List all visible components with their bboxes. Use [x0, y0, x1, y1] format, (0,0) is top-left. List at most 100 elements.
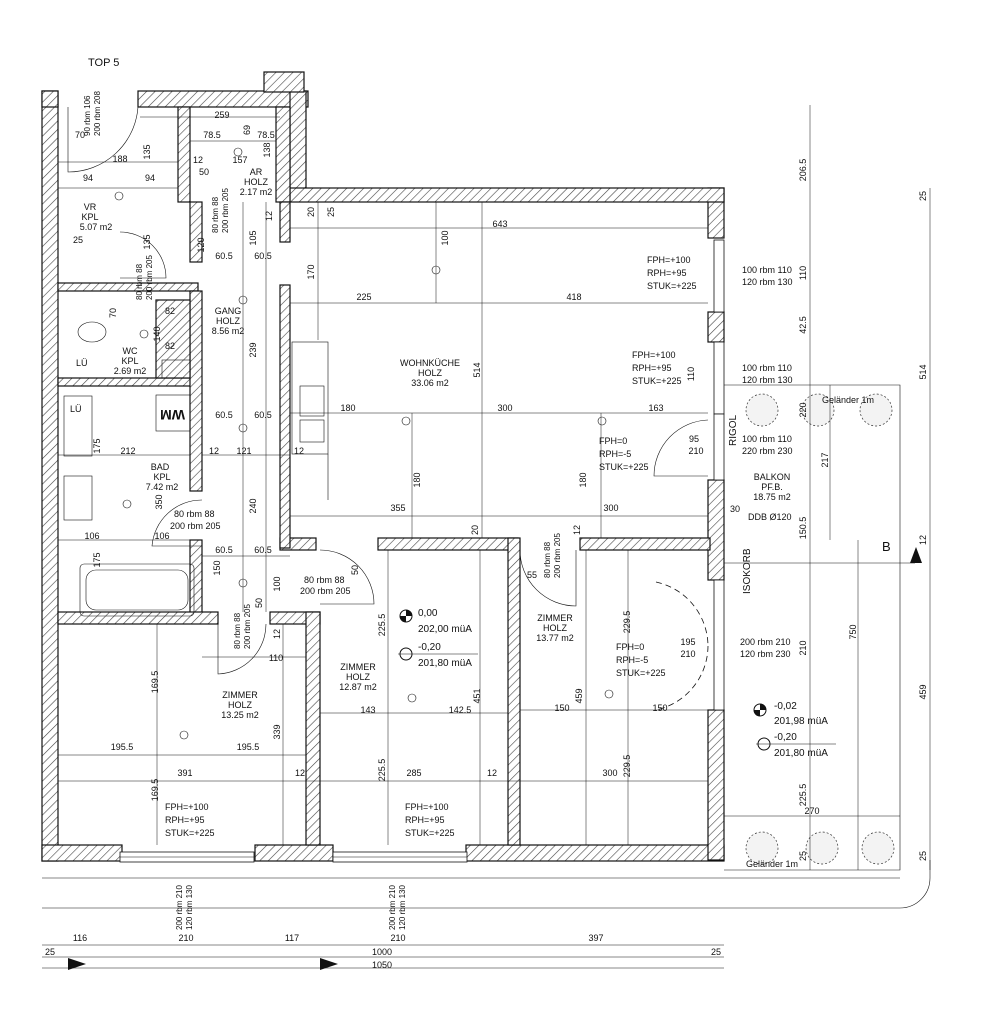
svg-text:82: 82	[165, 306, 175, 316]
room-area: 13.25 m2	[221, 710, 259, 720]
plan-title: TOP 5	[88, 57, 119, 69]
svg-text:163: 163	[648, 403, 663, 413]
svg-text:150: 150	[554, 703, 569, 713]
svg-text:RPH=+95: RPH=+95	[647, 268, 687, 278]
room-name: ZIMMER	[537, 613, 573, 623]
svg-text:212: 212	[120, 446, 135, 456]
svg-text:188: 188	[112, 154, 127, 164]
svg-text:0,00: 0,00	[418, 608, 438, 619]
svg-text:STUK=+225: STUK=+225	[165, 828, 215, 838]
window-spec-4: FPH=0 RPH=-5 STUK=+225	[616, 642, 666, 678]
isokorb-label: ISOKORB	[742, 548, 753, 594]
svg-text:120 rbm 130: 120 rbm 130	[742, 277, 793, 287]
room-zimmer-1: ZIMMER HOLZ 13.25 m2	[221, 690, 259, 720]
svg-text:202,00 müA: 202,00 müA	[418, 624, 472, 635]
svg-text:418: 418	[566, 292, 581, 302]
svg-text:157: 157	[232, 155, 247, 165]
svg-text:20: 20	[470, 525, 480, 535]
room-zimmer-2: ZIMMER HOLZ 12.87 m2	[339, 662, 377, 692]
svg-text:300: 300	[497, 403, 512, 413]
svg-text:270: 270	[804, 806, 819, 816]
svg-text:240: 240	[248, 498, 258, 513]
svg-text:195.5: 195.5	[111, 742, 134, 752]
svg-text:175: 175	[92, 438, 102, 453]
svg-text:200 rbm 205: 200 rbm 205	[300, 586, 351, 596]
room-floor: HOLZ	[244, 177, 269, 187]
section-arrow-bottom-left	[68, 958, 86, 970]
railing-label-top: Geländer 1m	[822, 395, 874, 405]
svg-text:451: 451	[472, 688, 482, 703]
svg-text:150: 150	[652, 703, 667, 713]
svg-text:180: 180	[578, 472, 588, 487]
svg-text:STUK=+225: STUK=+225	[647, 281, 697, 291]
windows	[119, 239, 725, 863]
svg-text:50: 50	[199, 167, 209, 177]
svg-text:STUK=+225: STUK=+225	[599, 462, 649, 472]
svg-text:200 rbm 210: 200 rbm 210	[388, 885, 397, 930]
room-gang: GANG HOLZ 8.56 m2	[212, 306, 245, 336]
svg-text:RPH=-5: RPH=-5	[599, 449, 631, 459]
wm-label: WM	[160, 407, 185, 423]
svg-text:69: 69	[242, 125, 252, 135]
svg-text:135: 135	[142, 144, 152, 159]
svg-text:195: 195	[680, 637, 695, 647]
svg-text:200 rbm 210: 200 rbm 210	[175, 885, 184, 930]
room-name: VR	[84, 202, 97, 212]
svg-text:1000: 1000	[372, 947, 392, 957]
section-arrow-bottom-mid	[320, 958, 338, 970]
svg-text:210: 210	[178, 933, 193, 943]
svg-text:200 rbm 205: 200 rbm 205	[170, 521, 221, 531]
svg-text:RPH=+95: RPH=+95	[165, 815, 205, 825]
svg-text:90 rbm 106: 90 rbm 106	[83, 95, 92, 136]
level-markers: 0,00 202,00 müA -0,20 201,80 müA -0,02 2…	[398, 608, 836, 759]
window-spec-1: FPH=+100 RPH=+95 STUK=+225	[647, 255, 697, 291]
svg-text:121: 121	[236, 446, 251, 456]
svg-text:82: 82	[165, 341, 175, 351]
svg-text:RPH=+95: RPH=+95	[405, 815, 445, 825]
svg-text:300: 300	[603, 503, 618, 513]
svg-text:142.5: 142.5	[449, 705, 472, 715]
svg-text:170: 170	[306, 264, 316, 279]
svg-text:100 rbm 110: 100 rbm 110	[742, 265, 792, 275]
svg-text:70: 70	[75, 130, 85, 140]
room-floor: KPL	[81, 212, 98, 222]
svg-text:-0,20: -0,20	[418, 642, 441, 653]
svg-text:80 rbm 88: 80 rbm 88	[304, 575, 345, 585]
svg-text:200 rbm 208: 200 rbm 208	[93, 91, 102, 136]
svg-text:12: 12	[272, 629, 282, 639]
svg-text:750: 750	[848, 624, 858, 639]
room-balkon: BALKON PF.B. 18.75 m2	[753, 472, 791, 502]
svg-text:25: 25	[73, 235, 83, 245]
svg-text:229.5: 229.5	[622, 611, 632, 634]
section-label-b: B	[882, 539, 891, 554]
room-vr: VR KPL 5.07 m2	[80, 202, 113, 232]
exterior-walls	[41, 71, 725, 862]
svg-text:643: 643	[492, 219, 507, 229]
svg-text:20: 20	[306, 207, 316, 217]
svg-text:300: 300	[602, 768, 617, 778]
room-area: 8.56 m2	[212, 326, 245, 336]
svg-text:12: 12	[209, 446, 219, 456]
svg-text:FPH=0: FPH=0	[599, 436, 627, 446]
svg-text:78.5: 78.5	[203, 130, 221, 140]
svg-text:25: 25	[326, 207, 336, 217]
svg-text:FPH=+100: FPH=+100	[632, 350, 676, 360]
svg-text:12: 12	[264, 211, 274, 221]
svg-text:78.5: 78.5	[257, 130, 275, 140]
svg-text:12: 12	[193, 155, 203, 165]
svg-text:210: 210	[680, 649, 695, 659]
svg-text:140: 140	[152, 326, 162, 341]
svg-text:200 rbm 210: 200 rbm 210	[740, 637, 791, 647]
svg-text:180: 180	[340, 403, 355, 413]
room-area: 18.75 m2	[753, 492, 791, 502]
window-spec-5: FPH=+100 RPH=+95 STUK=+225	[165, 802, 215, 838]
svg-text:206.5: 206.5	[798, 159, 808, 182]
svg-text:12: 12	[572, 525, 582, 535]
svg-text:150: 150	[212, 560, 222, 575]
svg-text:106: 106	[154, 531, 169, 541]
room-floor: HOLZ	[228, 700, 253, 710]
ddb-label: DDB Ø120	[748, 512, 792, 522]
svg-text:50: 50	[350, 565, 360, 575]
svg-text:110: 110	[798, 266, 808, 280]
svg-text:12: 12	[295, 768, 305, 778]
